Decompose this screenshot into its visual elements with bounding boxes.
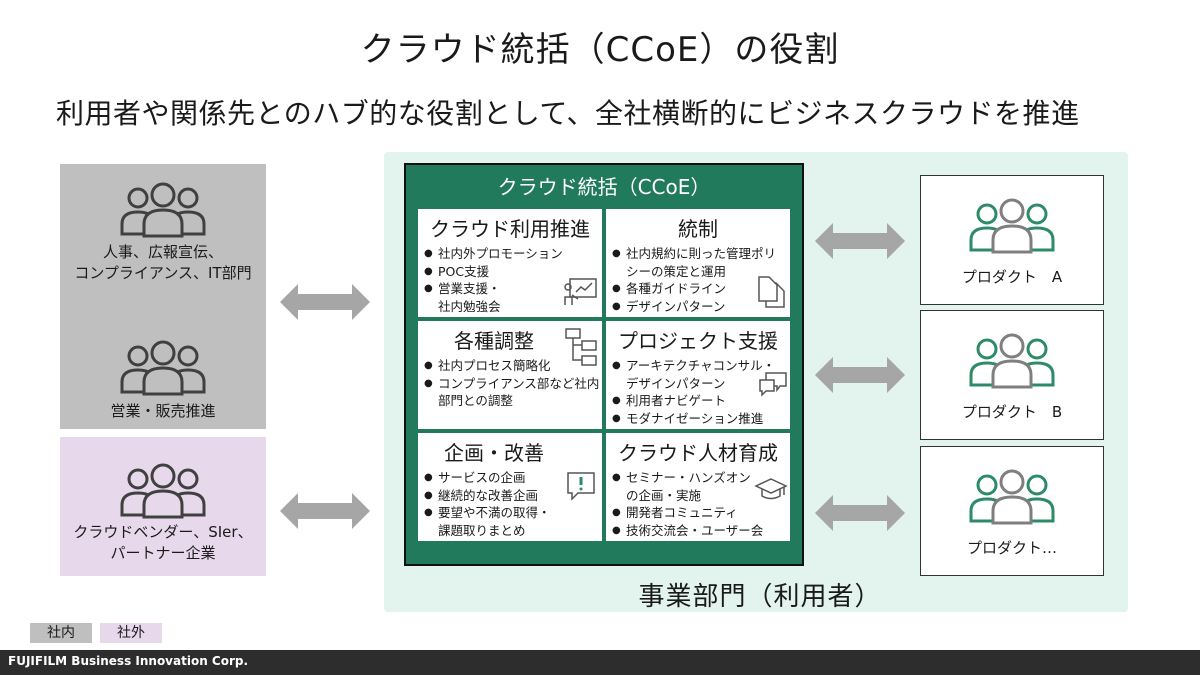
- list-item: デザインパターン: [626, 375, 726, 391]
- people-group-icon: [967, 333, 1057, 393]
- people-group-icon: [118, 463, 208, 523]
- list-item: セミナー・ハンズオン: [612, 469, 763, 487]
- list-item: 部門との調整: [438, 393, 513, 408]
- cell-title: クラウド利用推進: [430, 217, 590, 241]
- people-group-icon: [967, 198, 1057, 258]
- ccoe-cell-cloud-promotion: クラウド利用推進 社内外プロモーション POC支援 営業支援・ 社内勉強会: [418, 209, 602, 317]
- list-item: 技術交流会・ユーザー会: [612, 522, 763, 540]
- internal-group-2-label: 営業・販売推進: [110, 402, 216, 420]
- ccoe-cell-governance: 統制 社内規約に則った管理ポリ シーの策定と運用 各種ガイドライン デザインパタ…: [606, 209, 790, 317]
- cell-title: 企画・改善: [444, 441, 544, 465]
- list-item: 開発者コミュニティ: [612, 504, 763, 522]
- list-item: 要望や不満の取得・: [424, 504, 551, 522]
- business-division-label: 事業部門（利用者）: [638, 582, 882, 612]
- page-subtitle: 利用者や関係先とのハブ的な役割として、全社横断的にビジネスクラウドを推進: [56, 97, 1080, 130]
- ccoe-cell-planning: 企画・改善 サービスの企画 継続的な改善企画 要望や不満の取得・ 課題取りまとめ: [418, 433, 602, 541]
- list-item: 社内勉強会: [438, 298, 501, 314]
- ccoe-cell-project-support: プロジェクト支援 アーキテクチャコンサル・ デザインパターン 利用者ナビゲート …: [606, 321, 790, 429]
- list-item: 利用者ナビゲート: [612, 392, 775, 410]
- list-item: シーの策定と運用: [626, 263, 727, 279]
- people-group-icon: [118, 340, 208, 400]
- list-item: コンプライアンス部など社内: [424, 375, 599, 393]
- ccoe-title: クラウド統括（CCoE）: [497, 175, 711, 199]
- list-item: 社内プロセス簡略化: [424, 357, 599, 375]
- graduation-cap-icon: [754, 478, 788, 500]
- list-item: の企画・実施: [626, 487, 702, 503]
- list-item: サービスの企画: [424, 469, 551, 487]
- ccoe-cell-coordination: 各種調整 社内プロセス簡略化 コンプライアンス部など社内 部門との調整: [418, 321, 602, 429]
- list-item: 営業支援・: [424, 280, 563, 298]
- list-item: デザインパターン: [612, 298, 776, 316]
- chat-bubbles-icon: [759, 372, 787, 397]
- legend-external: 社外: [100, 623, 162, 643]
- list-item: POC支援: [424, 263, 563, 281]
- list-item: 各種ガイドライン: [612, 280, 776, 298]
- ccoe-panel: クラウド統括（CCoE） クラウド利用推進 社内外プロモーション POC支援 営…: [404, 163, 804, 566]
- hierarchy-icon: [565, 328, 597, 366]
- cell-title: 統制: [678, 217, 718, 241]
- double-arrow-icon: [815, 357, 905, 393]
- list-item: アーキテクチャコンサル・: [612, 357, 775, 375]
- external-group-label: クラウドベンダー、SIer、 パートナー企業: [73, 523, 253, 562]
- cell-title: クラウド人材育成: [618, 441, 778, 465]
- list-item: モダナイゼーション推進: [612, 410, 775, 428]
- double-arrow-icon: [280, 284, 370, 320]
- double-arrow-icon: [280, 493, 370, 529]
- list-item: 継続的な改善企画: [424, 487, 551, 505]
- list-item: 社内外プロモーション: [424, 245, 563, 263]
- company-name: FUJIFILM Business Innovation Corp.: [8, 654, 249, 668]
- people-group-icon: [118, 182, 208, 242]
- double-arrow-icon: [815, 223, 905, 259]
- documents-icon: [758, 276, 785, 308]
- footer-bar: FUJIFILM Business Innovation Corp.: [0, 650, 1200, 675]
- page-title: クラウド統括（CCoE）の役割: [360, 30, 840, 70]
- presentation-chart-icon: [564, 278, 597, 305]
- product-label: プロダクト…: [966, 539, 1057, 557]
- ccoe-cell-talent-development: クラウド人材育成 セミナー・ハンズオン の企画・実施 開発者コミュニティ 技術交…: [606, 433, 790, 541]
- product-label: プロダクト A: [961, 268, 1063, 286]
- external-group-box: クラウドベンダー、SIer、 パートナー企業: [60, 437, 266, 576]
- product-box-a: プロダクト A: [920, 175, 1104, 305]
- internal-group-box: 人事、広報宣伝、 コンプライアンス、IT部門 営業・販売推進: [60, 164, 266, 429]
- product-box-b: プロダクト B: [920, 310, 1104, 440]
- list-item: 課題取りまとめ: [438, 522, 526, 538]
- alert-message-icon: [567, 472, 595, 501]
- cell-title: プロジェクト支援: [618, 329, 778, 353]
- double-arrow-icon: [815, 495, 905, 531]
- product-label: プロダクト B: [961, 403, 1063, 421]
- internal-group-1-label: 人事、広報宣伝、 コンプライアンス、IT部門: [74, 243, 252, 282]
- list-item: 社内規約に則った管理ポリ: [612, 245, 776, 263]
- product-box-more: プロダクト…: [920, 446, 1104, 576]
- people-group-icon: [967, 469, 1057, 529]
- cell-title: 各種調整: [454, 329, 534, 353]
- legend-internal: 社内: [30, 623, 92, 643]
